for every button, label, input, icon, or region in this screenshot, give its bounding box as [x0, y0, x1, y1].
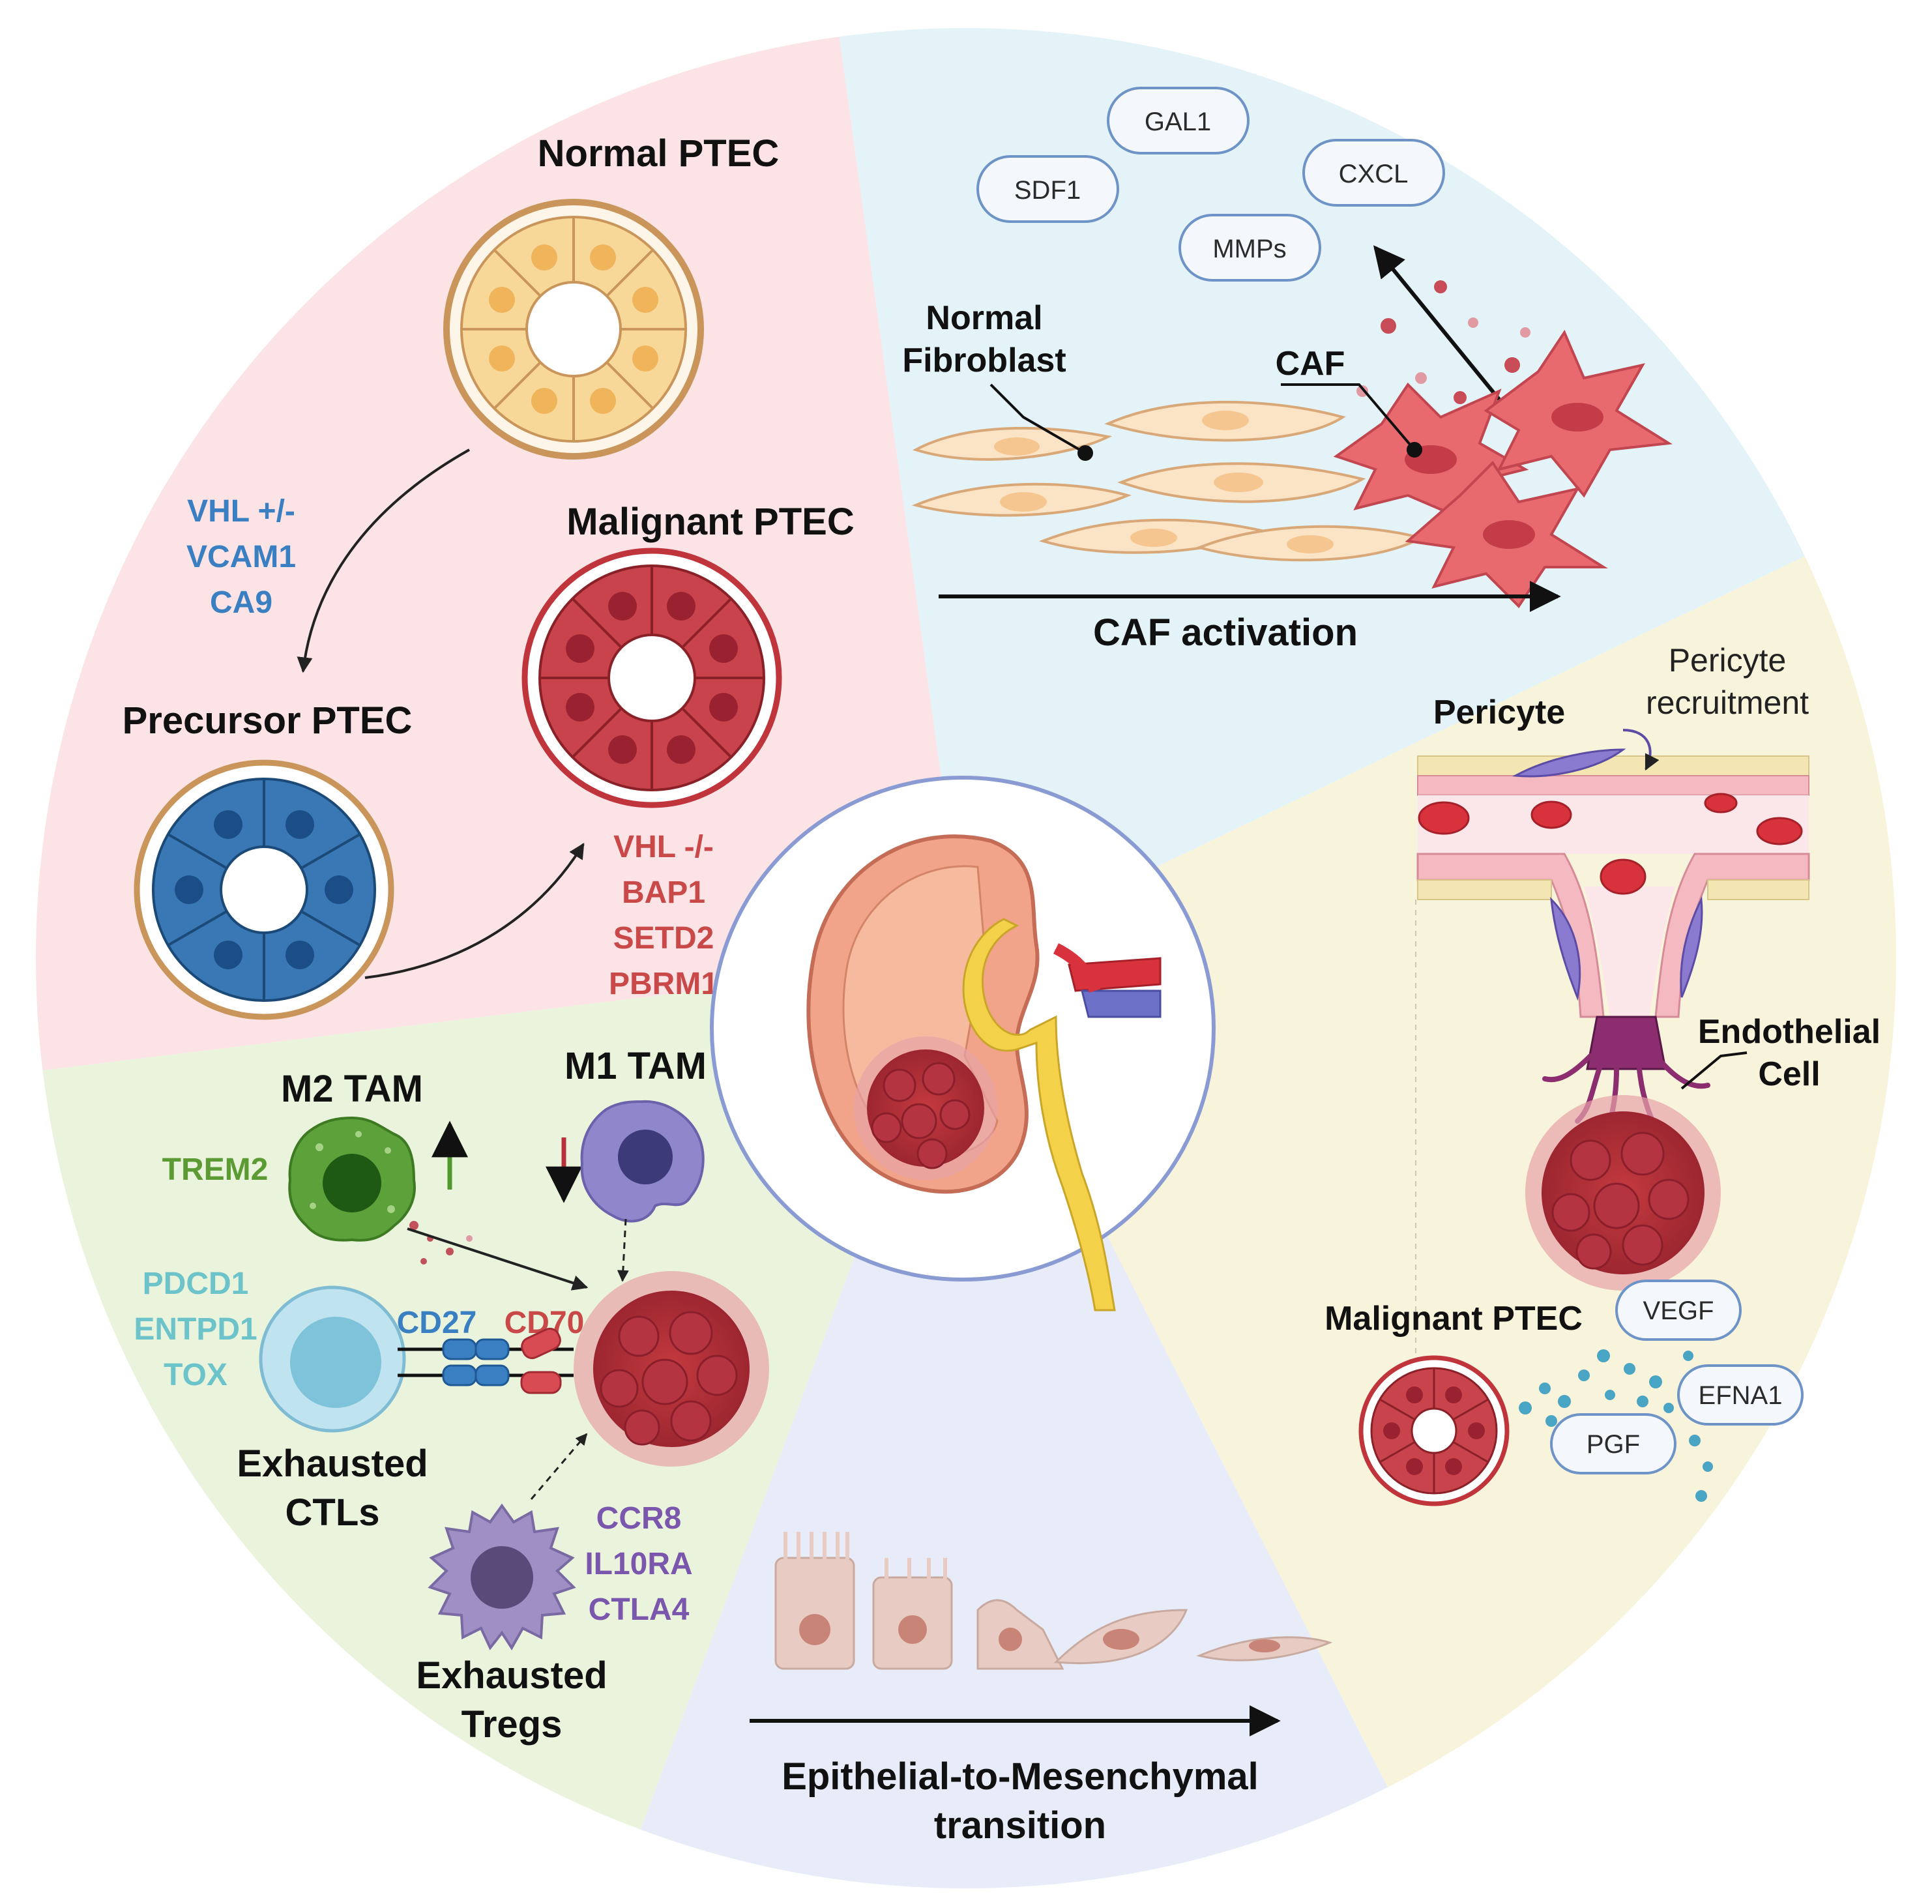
- factor-pill-mmps: MMPs: [1178, 214, 1321, 282]
- blood-vessel: [1416, 755, 1810, 1018]
- svg-text:MMPs: MMPs: [1212, 235, 1286, 263]
- caf-pointer-dot: [1407, 442, 1422, 458]
- treg-gene-1: CCR8: [596, 1501, 682, 1536]
- malignant-ptec-angio-label: Malignant PTEC: [1325, 1300, 1583, 1338]
- malignant-gene-2: BAP1: [622, 875, 705, 910]
- emt-cell-nuclei: [799, 1614, 1280, 1652]
- malignant-gene-1: VHL -/-: [613, 830, 714, 864]
- exhausted-tregs-label-line2: Tregs: [461, 1703, 563, 1746]
- pericyte-label: Pericyte: [1433, 694, 1565, 731]
- precursor-gene-3: CA9: [210, 585, 272, 620]
- immune-tumor-mass: [574, 1271, 769, 1467]
- exhausted-tregs-label-line1: Exhausted: [416, 1654, 607, 1697]
- factor-pill-sdf1: SDF1: [976, 155, 1119, 223]
- m2-to-tumor-arrow: [407, 1227, 589, 1291]
- svg-text:EFNA1: EFNA1: [1699, 1381, 1783, 1410]
- normal-fibroblast-pointer-dot: [1077, 445, 1093, 461]
- svg-text:PGF: PGF: [1587, 1430, 1640, 1459]
- m1-to-tumor-arrow: [617, 1218, 629, 1282]
- normal-ptec-label: Normal PTEC: [538, 132, 780, 175]
- precursor-gene-1: VHL +/-: [187, 494, 295, 529]
- emt-label-line1: Epithelial-to-Mesenchymal: [782, 1755, 1259, 1798]
- kidney-tumor: [854, 1036, 997, 1180]
- immune-section: M2 TAM M1 TAM TREM2: [134, 1045, 769, 1746]
- red-blood-cells: [1418, 793, 1803, 895]
- normal-fibroblast-label-line1: Normal: [926, 299, 1042, 337]
- factor-pill-pgf: PGF: [1550, 1413, 1676, 1474]
- m1-tam-label: M1 TAM: [564, 1045, 707, 1087]
- exhausted-ctls-label-line1: Exhausted: [237, 1443, 428, 1485]
- m2-tam-cell: [288, 1116, 416, 1242]
- arrow-normal-to-precursor: [297, 448, 470, 673]
- exhausted-ctl-cell: [259, 1285, 406, 1433]
- kidney-icon: [806, 834, 1162, 1311]
- angiogenic-factor-dots: [1519, 1349, 1713, 1502]
- factor-pill-gal1: GAL1: [1107, 87, 1250, 154]
- ctl-gene-1: PDCD1: [143, 1267, 249, 1301]
- treg-to-tumor-arrow: [530, 1433, 588, 1500]
- endothelial-label-line1: Endothelial: [1698, 1013, 1881, 1051]
- central-kidney-panel: [710, 776, 1216, 1311]
- endothelial-pointer: [1680, 1051, 1748, 1090]
- m1-tam-cell: [580, 1100, 705, 1223]
- caf-pointer: [1281, 383, 1416, 451]
- angiogenesis-section: Pericyte recruitment Pericyte: [1325, 642, 1881, 1506]
- pericyte-recruitment-label-line2: recruitment: [1646, 684, 1809, 721]
- treg-gene-2: IL10RA: [585, 1547, 692, 1581]
- ctl-gene-3: TOX: [164, 1358, 227, 1392]
- endothelial-label-line2: Cell: [1758, 1055, 1820, 1093]
- exhausted-treg-cell: [428, 1503, 576, 1650]
- exhausted-ctls-label-line2: CTLs: [285, 1491, 380, 1534]
- malignant-ptec-icon: [521, 548, 782, 808]
- precursor-ptec-label: Precursor PTEC: [123, 699, 413, 742]
- emt-label-line2: transition: [934, 1804, 1106, 1847]
- arrow-precursor-to-malignant: [364, 842, 585, 979]
- angiogenesis-tumor-mass: [1525, 1095, 1721, 1291]
- normal-fibroblast-nuclei: [994, 411, 1334, 553]
- pericyte-cells: [1512, 748, 1703, 1001]
- secreted-factors-dots: [1356, 280, 1530, 404]
- normal-fibroblast-pointer: [989, 383, 1087, 454]
- svg-text:CXCL: CXCL: [1339, 160, 1409, 188]
- caf-label: CAF: [1276, 345, 1345, 383]
- caf-section: GAL1 SDF1 CXCL MMPs: [902, 87, 1673, 654]
- svg-text:GAL1: GAL1: [1145, 108, 1211, 136]
- normal-fibroblast-label-line2: Fibroblast: [902, 342, 1066, 379]
- cd27-label: CD27: [397, 1306, 477, 1340]
- malignant-gene-3: SETD2: [613, 921, 714, 956]
- malignant-ptec-angio-icon: [1358, 1355, 1510, 1506]
- factor-pill-vegf: VEGF: [1615, 1280, 1742, 1341]
- caf-activation-label: CAF activation: [1093, 611, 1358, 654]
- outer-disc-border: [32, 24, 1900, 1892]
- factor-pill-efna1: EFNA1: [1677, 1364, 1804, 1426]
- svg-text:VEGF: VEGF: [1643, 1296, 1714, 1325]
- secretion-arrow: [1373, 245, 1508, 409]
- pericyte-recruitment-label-line1: Pericyte: [1669, 642, 1787, 679]
- svg-text:SDF1: SDF1: [1014, 176, 1081, 205]
- precursor-gene-2: VCAM1: [186, 540, 296, 574]
- emt-section: Epithelial-to-Mesenchymal transition: [750, 1532, 1333, 1847]
- precursor-ptec-icon: [134, 759, 394, 1020]
- m2-tam-label: M2 TAM: [281, 1068, 423, 1110]
- ctl-gene-2: ENTPD1: [134, 1312, 257, 1347]
- cd27-cd70-interaction: [398, 1327, 574, 1394]
- normal-ptec-icon: [443, 199, 704, 460]
- malignant-ptec-label: Malignant PTEC: [566, 501, 854, 543]
- trem2-gene: TREM2: [162, 1152, 269, 1187]
- recruitment-arrow: [1622, 729, 1660, 771]
- tumor-cell-section: Normal PTEC VHL +/- VCAM1 CA9 Precu: [123, 132, 855, 1020]
- treg-gene-3: CTLA4: [589, 1592, 690, 1627]
- factor-pill-cxcl: CXCL: [1302, 139, 1445, 207]
- malignant-gene-4: PBRM1: [609, 967, 718, 1001]
